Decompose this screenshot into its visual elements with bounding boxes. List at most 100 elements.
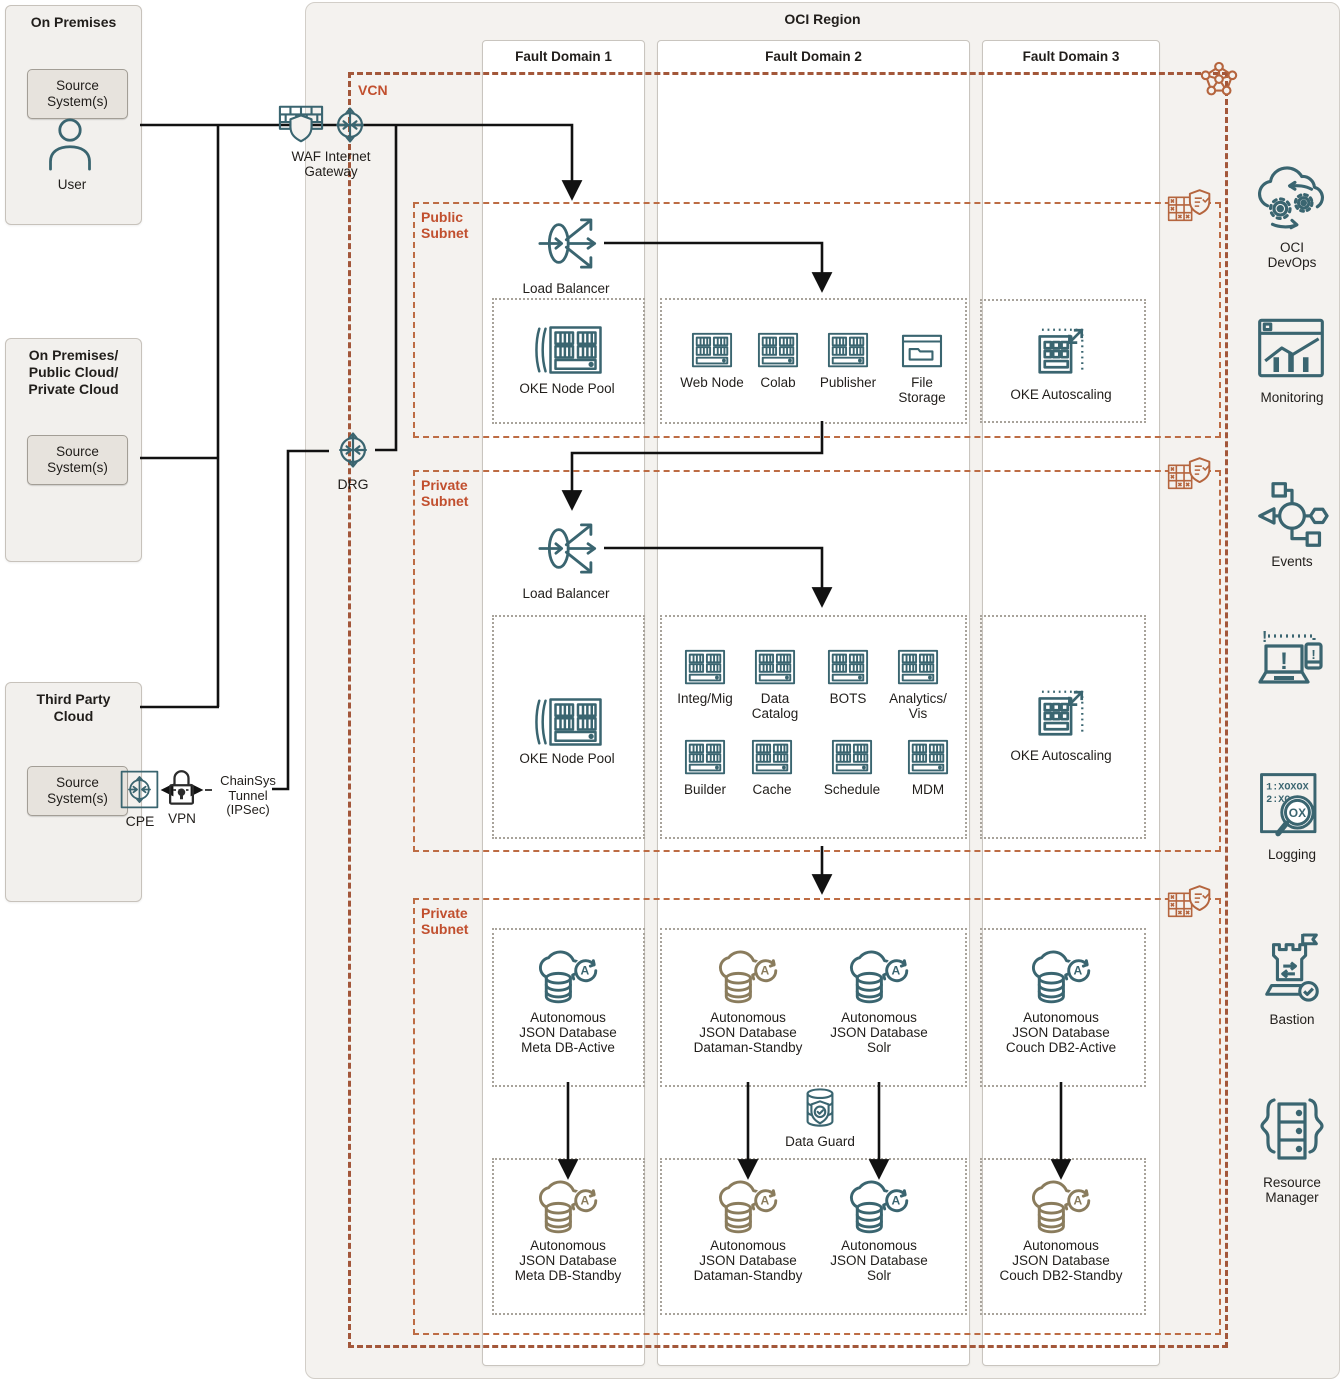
wire-tunnel-to-drg [272, 449, 329, 791]
events-icon [1252, 478, 1332, 550]
source-systems-chip-3: Source System(s) [27, 766, 128, 816]
waf-internet-gateway-label: WAF Internet Gateway [291, 149, 371, 180]
private-subnet-app-label: Private Subnet [421, 477, 469, 510]
file-storage-icon [901, 332, 943, 370]
integ-mig-icon [684, 648, 726, 688]
private-subnet-app-boundary [413, 470, 1221, 852]
fault-domain-1: Fault Domain 1 [482, 40, 645, 1366]
oci-devops-label: OCI DevOps [1267, 240, 1317, 271]
data-guard-label: Data Guard [785, 1134, 855, 1149]
db-standby-box-fd3 [980, 1158, 1146, 1315]
chainsys-tunnel-label: ChainSys Tunnel (IPSec) [220, 773, 276, 818]
cpe-router-icon [120, 770, 159, 809]
data-guard-icon [799, 1085, 841, 1131]
on-premises-title: On Premises [30, 14, 117, 30]
data-catalog-icon [754, 648, 796, 688]
adb-solr-label-bottom: Autonomous JSON Database Solr [830, 1238, 928, 1284]
waf-icon [278, 101, 324, 147]
publisher-label: Publisher [819, 375, 877, 390]
notifications-alert-icon: ! ! ! [1254, 628, 1330, 698]
public-autoscaling-box [980, 299, 1146, 423]
adb-couch-standby-icon: A [1025, 1178, 1097, 1236]
svg-text:A: A [892, 964, 901, 978]
private-autoscaling-box [980, 615, 1146, 839]
bastion-icon [1258, 930, 1326, 1008]
security-list-icon-private1 [1166, 452, 1212, 498]
events-label: Events [1271, 554, 1313, 569]
oke-autoscaling-label-private: OKE Autoscaling [1010, 748, 1112, 763]
vpn-label: VPN [168, 811, 196, 826]
svg-text:A: A [761, 1194, 770, 1208]
private-oke-nodepool-box [492, 615, 645, 839]
bots-icon [827, 648, 869, 688]
adb-solr-icon-top: A [843, 948, 915, 1006]
integ-mig-label: Integ/Mig [677, 691, 733, 706]
svg-text:A: A [892, 1194, 901, 1208]
cpe-label: CPE [125, 813, 155, 829]
oke-node-pool-icon-public [533, 323, 603, 377]
user-icon [44, 114, 96, 174]
analytics-vis-label: Analytics/ Vis [889, 691, 947, 722]
third-party-cloud-title: Third Party Cloud [36, 691, 111, 724]
fault-domain-2: Fault Domain 2 [657, 40, 970, 1366]
file-storage-label: File Storage [898, 375, 946, 406]
adb-dataman-standby-icon: A [712, 1178, 784, 1236]
cache-icon [751, 738, 793, 778]
resource-manager-label: Resource Manager [1263, 1175, 1321, 1206]
oke-node-pool-label-private: OKE Node Pool [519, 751, 615, 766]
mixed-cloud-panel: On Premises/ Public Cloud/ Private Cloud… [5, 338, 142, 562]
adb-meta-active-label: Autonomous JSON Database Meta DB-Active [519, 1010, 617, 1056]
monitoring-label: Monitoring [1260, 390, 1324, 405]
bots-label: BOTS [829, 691, 867, 706]
adb-solr-icon-bottom: A [843, 1178, 915, 1236]
vpn-lock-icon [164, 766, 199, 808]
svg-text:A: A [1074, 1194, 1083, 1208]
private-subnet-db-label: Private Subnet [421, 905, 469, 938]
svg-text:A: A [581, 964, 590, 978]
oke-node-pool-icon-private [533, 695, 603, 749]
load-balancer-label-private: Load Balancer [522, 586, 610, 601]
adb-couch-active-icon: A [1025, 948, 1097, 1006]
builder-icon [684, 738, 726, 778]
internet-gateway-icon [328, 103, 372, 147]
adb-dataman-standby-label: Autonomous JSON Database Dataman-Standby [693, 1238, 803, 1284]
svg-text:OX: OX [1289, 806, 1306, 820]
fault-domain-2-label: Fault Domain 2 [765, 49, 862, 64]
security-list-icon-public [1166, 184, 1212, 230]
mdm-label: MDM [911, 782, 945, 797]
data-catalog-label: Data Catalog [751, 691, 799, 722]
svg-text:!: ! [1280, 648, 1288, 675]
load-balancer-icon-private [538, 515, 606, 582]
adb-solr-label-top: Autonomous JSON Database Solr [830, 1010, 928, 1056]
wire-onprem-to-lb1 [140, 123, 583, 201]
private-subnet-db-boundary [413, 898, 1221, 1335]
svg-text:A: A [761, 964, 770, 978]
mdm-icon [907, 738, 949, 778]
schedule-icon [831, 738, 873, 778]
db-active-box-fd2 [660, 928, 967, 1087]
svg-text:!: ! [1311, 647, 1315, 662]
source-systems-chip-2: Source System(s) [27, 435, 128, 485]
wire-drg-to-main [375, 126, 398, 452]
oke-autoscaling-icon-private [1033, 682, 1089, 744]
db-standby-box-fd2 [660, 1158, 967, 1315]
security-list-icon-private2 [1166, 880, 1212, 926]
public-oke-nodepool-box [492, 298, 645, 424]
adb-meta-standby-icon: A [532, 1178, 604, 1236]
web-node-label: Web Node [680, 375, 744, 390]
load-balancer-icon-public [538, 210, 606, 277]
svg-text:A: A [1074, 964, 1083, 978]
adb-dataman-standby-label-top: Autonomous JSON Database Dataman-Standby [693, 1010, 803, 1056]
wire-lb2-to-private-apps [604, 546, 833, 608]
source-systems-chip-1: Source System(s) [27, 69, 128, 119]
vcn-network-icon [1198, 60, 1240, 102]
oci-region-title: OCI Region [784, 11, 861, 27]
adb-dataman-standby-icon-top: A [712, 948, 784, 1006]
private-apps-box [660, 615, 967, 839]
svg-text:A: A [581, 1194, 590, 1208]
svg-text:2:XO: 2:XO [1266, 795, 1290, 806]
svg-text:!: ! [1262, 629, 1267, 646]
third-party-cloud-panel: Third Party Cloud Source System(s) [5, 682, 142, 902]
logging-label: Logging [1267, 847, 1317, 862]
